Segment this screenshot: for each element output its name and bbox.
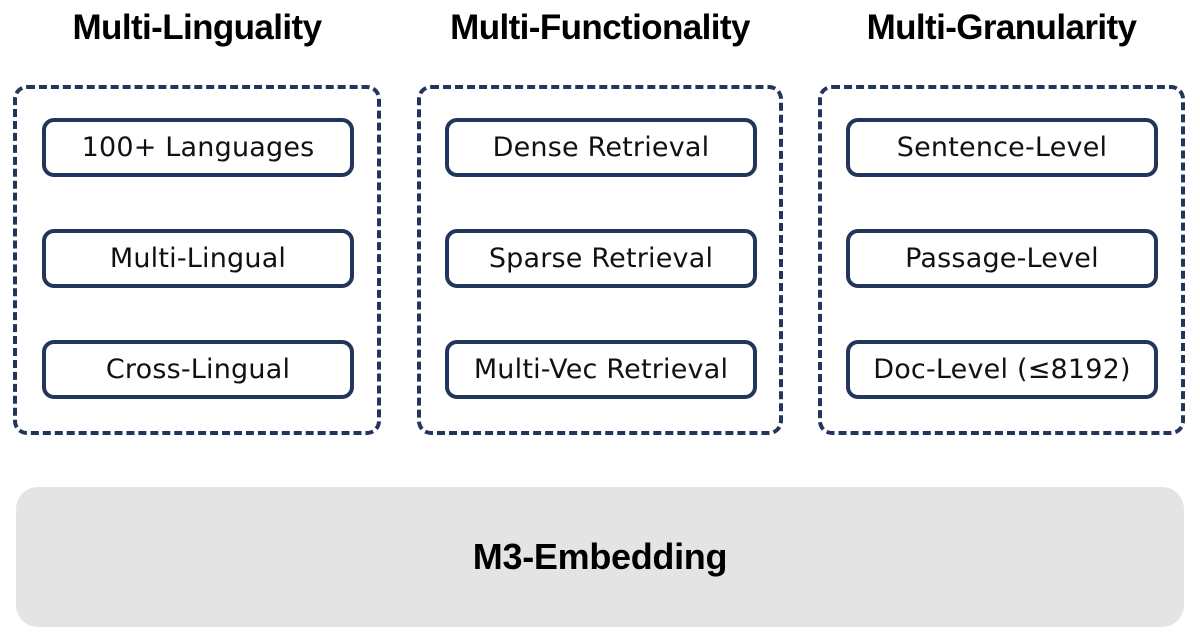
feature-box-sentence-level: Sentence-Level	[846, 118, 1158, 177]
feature-box-doc-level: Doc-Level (≤8192)	[846, 340, 1158, 399]
column-title-multi-granularity: Multi-Granularity	[866, 8, 1137, 47]
feature-box-cross-lingual: Cross-Lingual	[42, 340, 354, 399]
feature-box-sparse-retrieval: Sparse Retrieval	[445, 229, 757, 288]
feature-box-100-plus-languages: 100+ Languages	[42, 118, 354, 177]
group-box-multi-functionality	[417, 85, 783, 435]
feature-box-passage-level: Passage-Level	[846, 229, 1158, 288]
feature-box-dense-retrieval: Dense Retrieval	[445, 118, 757, 177]
feature-box-multi-vec-retrieval: Multi-Vec Retrieval	[445, 340, 757, 399]
column-title-multi-functionality: Multi-Functionality	[450, 8, 750, 47]
group-box-multi-linguality	[13, 85, 381, 435]
feature-box-multi-lingual: Multi-Lingual	[42, 229, 354, 288]
column-title-multi-linguality: Multi-Linguality	[72, 8, 323, 47]
m3-embedding-banner: M3-Embedding	[16, 487, 1184, 627]
group-box-multi-granularity	[818, 85, 1185, 435]
m3-embedding-label: M3-Embedding	[472, 536, 728, 577]
